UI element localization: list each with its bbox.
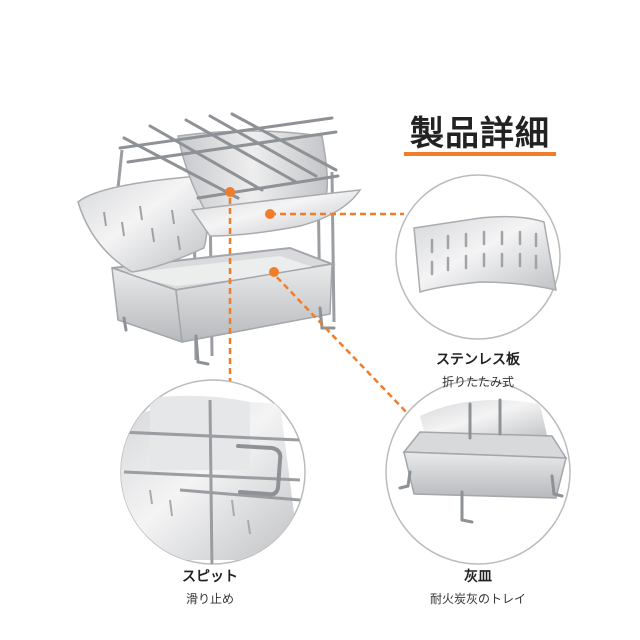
panel-detail-circle: [395, 174, 561, 340]
tray-detail-circle: [385, 379, 571, 565]
callout-spit: スピット 滑り止め: [120, 566, 300, 607]
grill-main-image: [77, 112, 362, 366]
callout-tray: 灰皿 耐火炭灰のトレイ: [398, 566, 558, 607]
title-underline: [404, 152, 556, 156]
callout-panel-desc: 折りたたみ式: [441, 375, 514, 389]
callout-spit-name: スピット: [182, 569, 238, 585]
spit-detail-circle: [120, 379, 306, 565]
page-title: 製品詳細: [410, 114, 550, 154]
callout-spit-desc: 滑り止め: [185, 592, 234, 606]
callout-panel: ステンレス板 折りたたみ式: [398, 349, 558, 390]
callout-tray-name: 灰皿: [464, 569, 492, 585]
callout-tray-desc: 耐火炭灰のトレイ: [429, 592, 526, 606]
callout-panel-name: ステンレス板: [436, 352, 520, 368]
